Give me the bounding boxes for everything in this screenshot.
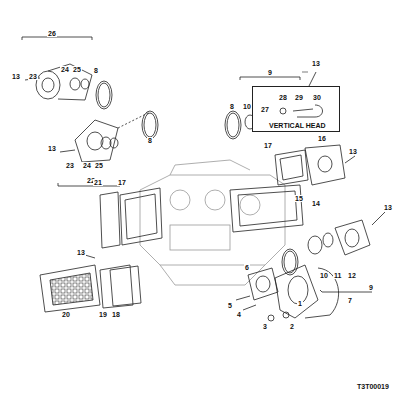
callout-number: 13 — [11, 73, 21, 80]
callout-number: 8 — [147, 137, 153, 144]
callout-number: 30 — [313, 94, 321, 101]
callout-number: 17 — [117, 179, 127, 186]
callout-number: 19 — [98, 311, 108, 318]
callout-number: 28 — [279, 94, 287, 101]
callout-number: 1 — [297, 300, 303, 307]
callout-number: 5 — [227, 302, 233, 309]
callout-number: 7 — [347, 297, 353, 304]
inset-title: VERTICAL HEAD — [269, 122, 326, 129]
callout-number: 2 — [289, 323, 295, 330]
callout-number: 4 — [236, 311, 242, 318]
callout-number: 24 — [60, 66, 70, 73]
callout-number: 16 — [317, 135, 327, 142]
callout-number: 21 — [93, 179, 103, 186]
callout-number: 10 — [319, 272, 329, 279]
callout-number: 20 — [61, 311, 71, 318]
callout-number: 18 — [111, 311, 121, 318]
callout-number: 27 — [261, 106, 269, 113]
callout-number: 13 — [311, 60, 321, 67]
callout-number: 25 — [94, 162, 104, 169]
callout-number: 9 — [267, 69, 273, 76]
callout-number: 10 — [242, 103, 252, 110]
callout-number: 29 — [295, 94, 303, 101]
figure-code: T3T00019 — [356, 383, 390, 390]
callout-number: 23 — [65, 162, 75, 169]
callout-number: 25 — [72, 66, 82, 73]
callout-number: 17 — [263, 142, 273, 149]
callout-number: 14 — [311, 200, 321, 207]
callout-number: 12 — [347, 272, 357, 279]
inset-box: 27 28 29 30VERTICAL HEAD — [252, 86, 340, 132]
callout-number: 3 — [262, 323, 268, 330]
callout-number: 13 — [76, 249, 86, 256]
callout-number: 11 — [333, 272, 342, 279]
callout-number: 9 — [368, 284, 374, 291]
callout-number: 6 — [244, 264, 250, 271]
callout-number: 24 — [82, 162, 92, 169]
callout-number: 13 — [47, 145, 57, 152]
callout-number: 26 — [47, 30, 57, 37]
callout-number: 8 — [229, 103, 235, 110]
callout-number: 13 — [383, 204, 393, 211]
callout-number: 13 — [348, 148, 358, 155]
callout-number: 8 — [93, 67, 99, 74]
callout-number: 15 — [294, 195, 304, 202]
callout-number: 23 — [28, 73, 38, 80]
